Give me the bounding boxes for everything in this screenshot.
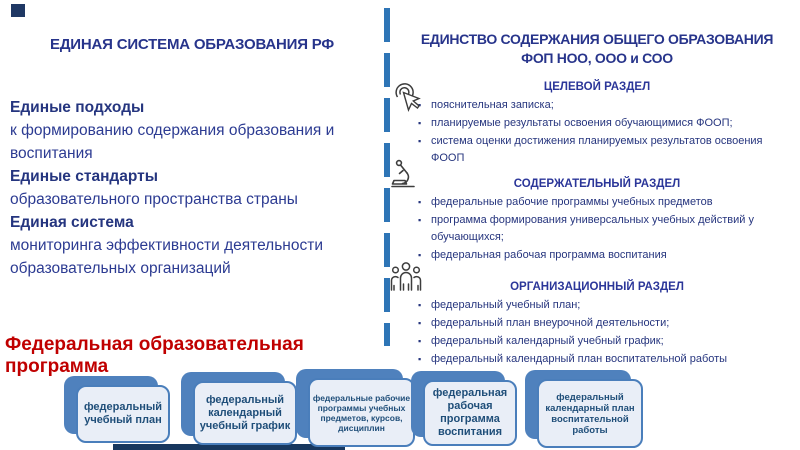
left-item: Единые подходы к формированию содержания… (10, 96, 382, 165)
left-panel-text: Единые подходы к формированию содержания… (10, 96, 382, 280)
card-upbringing-program: федеральная рабочая программа воспитания (411, 371, 517, 446)
card-calendar-schedule: федеральный календарный учебный график (181, 372, 297, 445)
bullet-item: федеральный календарный учебный график; (418, 333, 792, 350)
left-item: Единые стандарты образовательного простр… (10, 165, 382, 211)
card-upbringing-calendar-plan: федеральный календарный план воспитатель… (525, 370, 643, 448)
left-item-heading: Единые подходы (10, 99, 145, 116)
vertical-dashed-divider (384, 8, 390, 346)
section-target: ЦЕЛЕВОЙ РАЗДЕЛ пояснительная записка; пл… (398, 81, 796, 167)
bullet-list: федеральный учебный план; федеральный пл… (398, 297, 796, 368)
click-cursor-icon (391, 82, 421, 119)
section-content: СОДЕРЖАТЕЛЬНЫЙ РАЗДЕЛ федеральные рабочи… (398, 178, 796, 264)
bullet-item: планируемые результаты освоения обучающи… (418, 115, 792, 132)
card-label: федеральный учебный план (76, 385, 170, 443)
section-header: ЦЕЛЕВОЙ РАЗДЕЛ (543, 81, 651, 93)
bullet-item: федеральный план внеурочной деятельности… (418, 315, 792, 332)
federal-program-title: Федеральная образовательная программа (5, 334, 304, 377)
card-federal-curriculum: федеральный учебный план (64, 376, 170, 443)
bullet-item: федеральные рабочие программы учебных пр… (418, 194, 792, 211)
bullet-item: программа формирования универсальных уче… (418, 212, 792, 246)
section-header: ОРГАНИЗАЦИОННЫЙ РАЗДЕЛ (510, 281, 684, 293)
bullet-list: пояснительная записка; планируемые резул… (398, 97, 796, 167)
section-organizational: ОРГАНИЗАЦИОННЫЙ РАЗДЕЛ федеральный учебн… (398, 281, 796, 368)
right-panel-title: ЕДИНСТВО СОДЕРЖАНИЯ ОБЩЕГО ОБРАЗОВАНИЯ Ф… (398, 30, 796, 68)
bottom-bar (113, 444, 345, 450)
bullet-item: федеральный учебный план; (418, 297, 792, 314)
bullet-item: система оценки достижения планируемых ре… (418, 133, 792, 167)
microscope-icon (389, 158, 417, 195)
card-label: федеральные рабочие программы учебных пр… (308, 378, 415, 447)
left-item-heading: Единая система (10, 214, 134, 231)
section-header: СОДЕРЖАТЕЛЬНЫЙ РАЗДЕЛ (513, 178, 681, 190)
left-item-heading: Единые стандарты (10, 168, 158, 185)
left-item-body: к формированию содержания образования и … (10, 122, 335, 162)
card-label: федеральный календарный учебный график (193, 381, 297, 445)
corner-square-mark (11, 4, 25, 17)
left-item-body: образовательного пространства страны (10, 191, 298, 208)
people-group-icon (389, 260, 423, 299)
bullet-list: федеральные рабочие программы учебных пр… (398, 194, 796, 264)
bullet-item: федеральный календарный план воспитатель… (418, 351, 792, 368)
right-title-line2: ФОП НОО, ООО и СОО (521, 50, 673, 66)
left-panel-title: ЕДИНАЯ СИСТЕМА ОБРАЗОВАНИЯ РФ (50, 36, 334, 53)
left-item-body: мониторинга эффективности деятельности о… (10, 237, 323, 277)
card-label: федеральная рабочая программа воспитания (423, 380, 517, 446)
bullet-item: пояснительная записка; (418, 97, 792, 114)
right-panel: ЕДИНСТВО СОДЕРЖАНИЯ ОБЩЕГО ОБРАЗОВАНИЯ Ф… (398, 30, 796, 369)
bullet-item: федеральная рабочая программа воспитания (418, 247, 792, 264)
card-work-programs: федеральные рабочие программы учебных пр… (296, 369, 415, 447)
card-label: федеральный календарный план воспитатель… (537, 379, 643, 448)
right-title-line1: ЕДИНСТВО СОДЕРЖАНИЯ ОБЩЕГО ОБРАЗОВАНИЯ (420, 31, 774, 47)
left-item: Единая система мониторинга эффективности… (10, 211, 382, 280)
